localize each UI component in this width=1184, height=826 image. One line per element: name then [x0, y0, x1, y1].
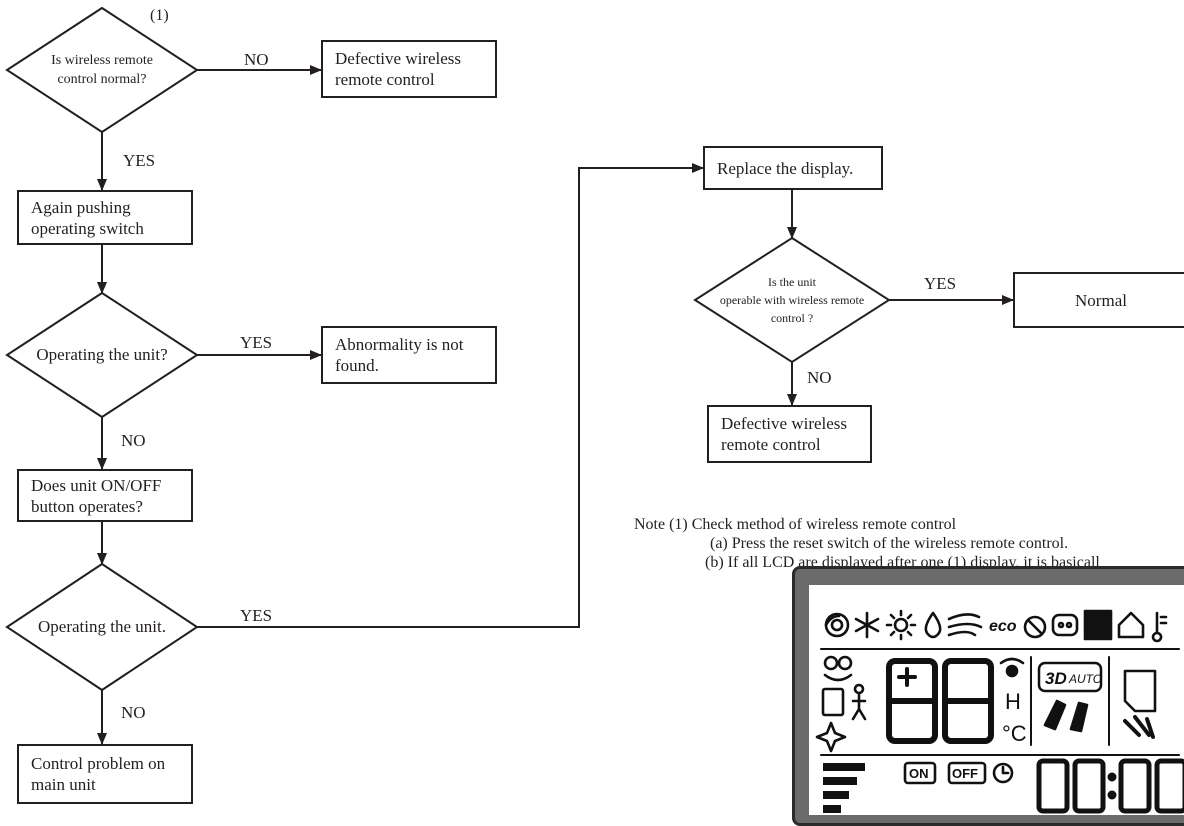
signal-icon	[1005, 664, 1019, 678]
house-icon	[1083, 609, 1113, 641]
edge-label-d2-yes: YES	[240, 333, 273, 352]
box-onoff-button: Does unit ON/OFF button operates?	[17, 469, 193, 522]
arrow-d3-yes	[197, 163, 704, 628]
flowchart-canvas: Is wireless remote control normal? Opera…	[5, 6, 1184, 826]
mode-icon	[1023, 615, 1047, 639]
edge-label-d1-yes: YES	[123, 151, 156, 170]
droplet-icon	[924, 611, 942, 639]
swing-icon	[1123, 715, 1155, 739]
edge-label-d3-no: NO	[121, 703, 146, 722]
big-digits	[886, 658, 994, 744]
swirl-icon	[824, 612, 850, 638]
box-defective-remote-2: Defective wireless remote control	[707, 405, 872, 463]
lcd-display: eco H °C 3D AUTO ON OFF	[792, 566, 1184, 826]
edge-label-d4-no: NO	[807, 368, 832, 387]
edge-label-d3-yes: YES	[240, 606, 273, 625]
edge-label-d2-no: NO	[121, 431, 146, 450]
box-normal: Normal	[1013, 272, 1184, 328]
lcd-on-label: ON	[909, 766, 929, 781]
lcd-segments: eco H °C 3D AUTO ON OFF	[815, 609, 1184, 814]
box-replace-display: Replace the display.	[703, 146, 883, 190]
note-line-2: (a) Press the reset switch of the wirele…	[710, 535, 1069, 552]
person-icon	[1051, 613, 1079, 637]
lcd-3d-label: 3D	[1045, 669, 1067, 688]
lcd-off-label: OFF	[952, 766, 978, 781]
decision-text-operating-unit: Operating the unit?	[36, 345, 168, 364]
decision-text-operating-unit-2: Operating the unit.	[38, 617, 166, 636]
fan-speed-bars-icon	[823, 763, 865, 813]
sparkle-icon	[815, 721, 847, 753]
lcd-hi-label: H	[1005, 689, 1021, 714]
box-again-pushing: Again pushing operating switch	[17, 190, 193, 245]
thermometer-icon	[1151, 611, 1168, 643]
fan-group-icon	[823, 655, 853, 682]
clock-icon	[992, 762, 1014, 784]
edge-label-d4-yes: YES	[924, 274, 957, 293]
sun-icon	[885, 609, 917, 641]
box-abnormality-not-found: Abnormality is not found.	[321, 326, 497, 384]
decision-text-unit-operable: Is the unit operable with wireless remot…	[719, 275, 865, 325]
decision-text-remote-normal: Is wireless remote control normal?	[51, 53, 153, 87]
footnote-marker: (1)	[150, 7, 169, 24]
home-leave-icon	[1117, 611, 1145, 639]
lcd-celsius-label: °C	[1002, 721, 1027, 746]
box-control-problem: Control problem on main unit	[17, 744, 193, 804]
on-badge-frame	[903, 761, 937, 785]
phone-icon	[821, 687, 845, 717]
box-defective-remote-1: Defective wireless remote control	[321, 40, 497, 98]
flowchart-connectors	[5, 6, 1014, 745]
edge-label-d1-no: NO	[244, 50, 269, 69]
louver-icon	[1043, 699, 1089, 733]
walker-icon	[851, 683, 867, 721]
note-line-1: Note (1) Check method of wireless remote…	[634, 516, 957, 533]
off-badge-frame	[947, 761, 987, 785]
time-digits	[1036, 758, 1184, 814]
lcd-eco-label: eco	[989, 618, 1017, 635]
lcd-auto-label: AUTO	[1068, 672, 1102, 686]
snowflake-icon	[854, 611, 880, 639]
wind-icon	[947, 613, 983, 637]
lcd-face: eco H °C 3D AUTO ON OFF	[809, 585, 1184, 815]
unit-icon	[1123, 669, 1157, 713]
